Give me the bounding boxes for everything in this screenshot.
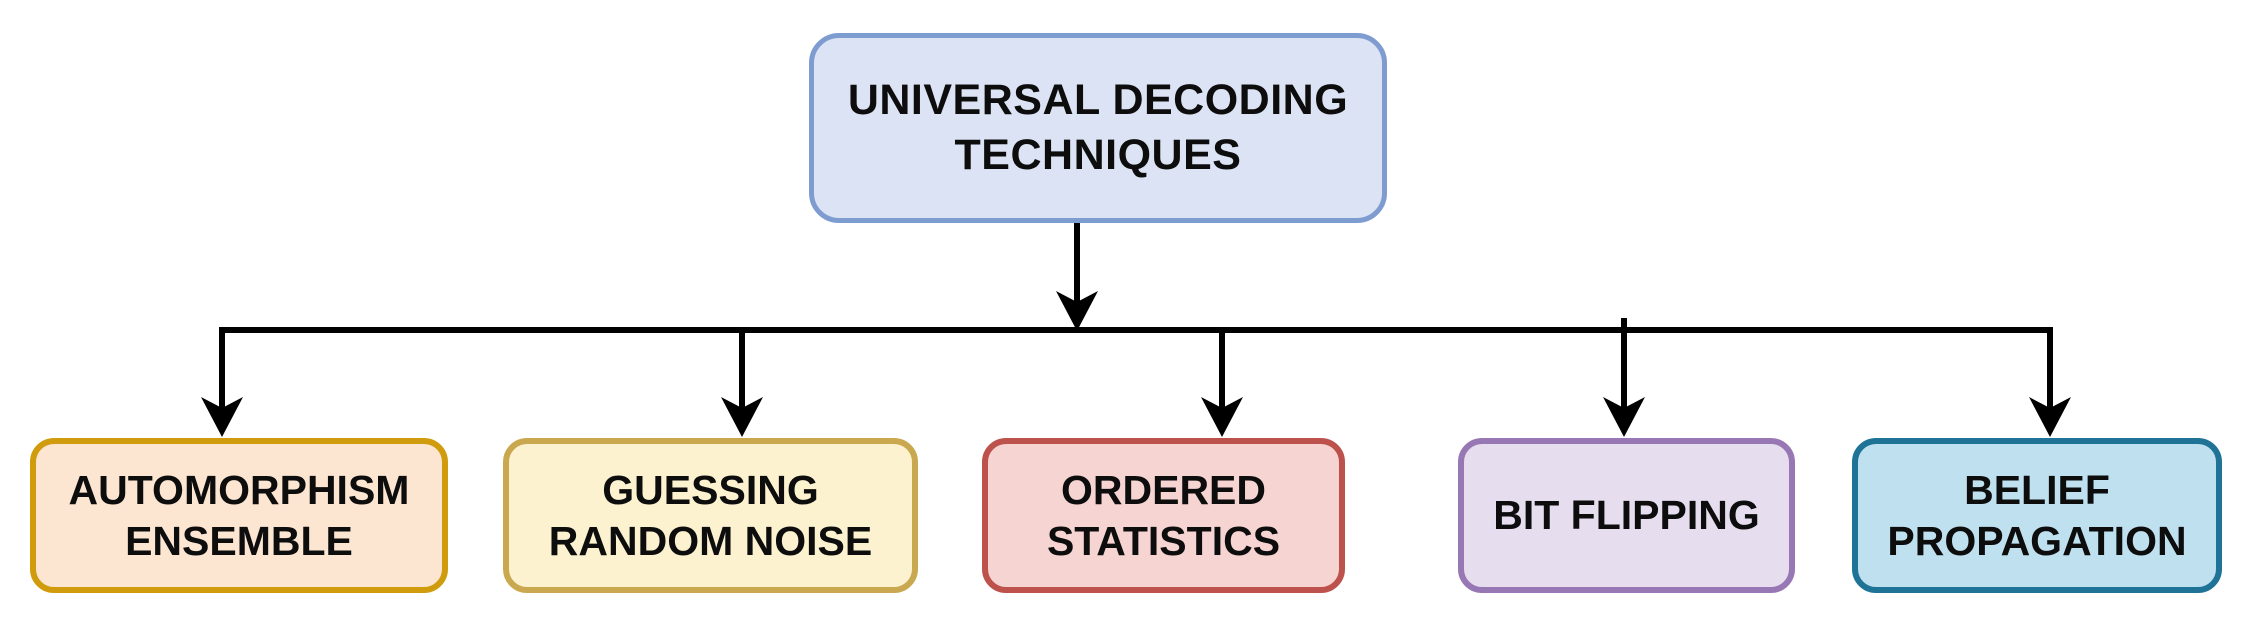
arrowhead-5 <box>2029 397 2071 437</box>
node-bit-flipping: BIT FLIPPING <box>1458 438 1795 593</box>
node-label: GUESSING RANDOM NOISE <box>548 467 873 564</box>
arrowhead-3 <box>1201 397 1243 437</box>
arrowhead-2 <box>721 397 763 437</box>
node-guessing-random-noise: GUESSING RANDOM NOISE <box>503 438 918 593</box>
arrowhead-root <box>1056 291 1098 331</box>
node-label: BIT FLIPPING <box>1493 492 1760 539</box>
arrowhead-1 <box>201 397 243 437</box>
node-label: BELIEF PROPAGATION <box>1887 467 2187 564</box>
node-label: UNIVERSAL DECODING TECHNIQUES <box>847 75 1349 179</box>
node-belief-propagation: BELIEF PROPAGATION <box>1852 438 2222 593</box>
node-label: ORDERED STATISTICS <box>1046 467 1281 564</box>
arrowhead-4 <box>1603 397 1645 437</box>
node-label: AUTOMORPHISM ENSEMBLE <box>68 467 410 564</box>
node-universal-decoding-techniques: UNIVERSAL DECODING TECHNIQUES <box>809 33 1387 223</box>
node-automorphism-ensemble: AUTOMORPHISM ENSEMBLE <box>30 438 448 593</box>
node-ordered-statistics: ORDERED STATISTICS <box>982 438 1345 593</box>
